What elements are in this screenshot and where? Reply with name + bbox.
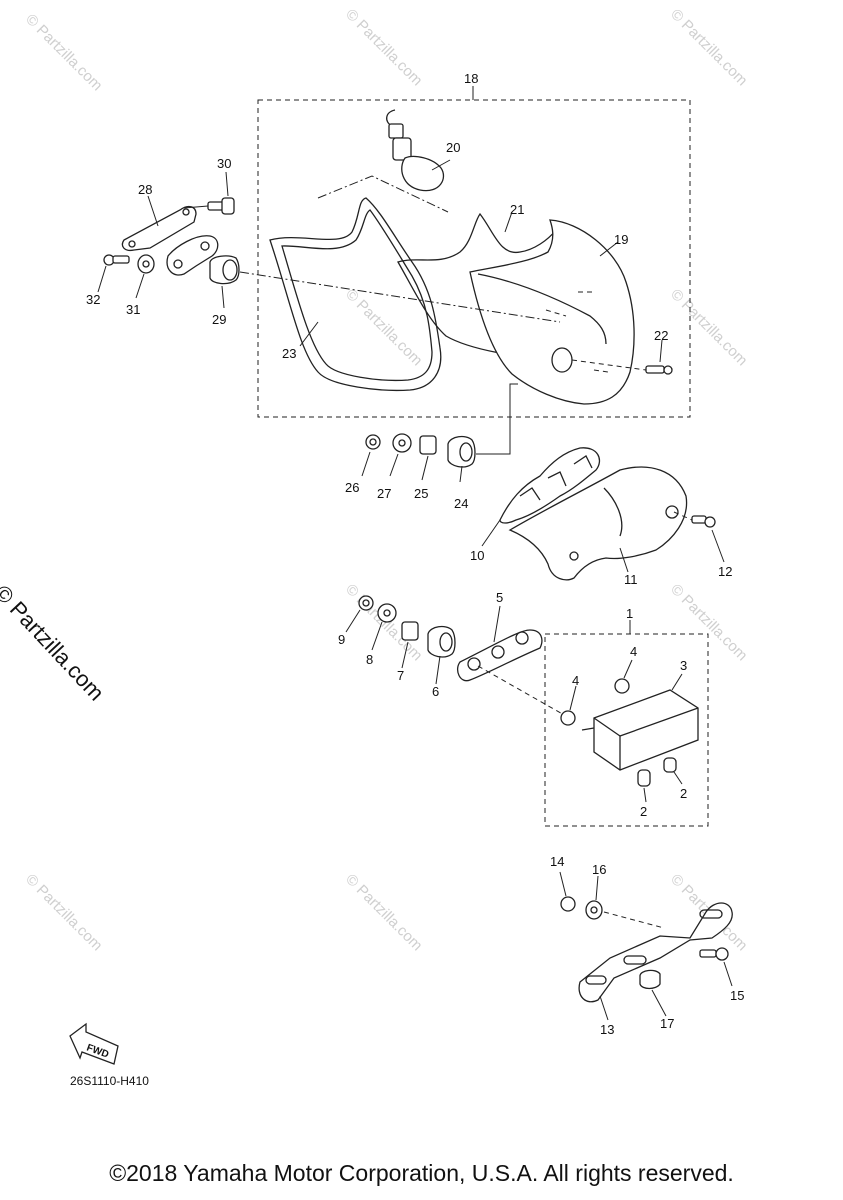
fwd-arrow-icon: FWD: [69, 1022, 119, 1065]
callout-31: 31: [126, 302, 140, 317]
bracket-axis: [603, 911, 665, 929]
bracket-10: [481, 447, 601, 547]
callout-17: 17: [660, 1016, 674, 1031]
watermark: © Partzilla.com: [667, 286, 750, 369]
callout-14: 14: [550, 854, 564, 869]
callout-2: 2: [640, 804, 647, 819]
lamp-axis: [477, 665, 567, 717]
leader-19-to-24: [476, 383, 518, 455]
callout-28: 28: [138, 182, 152, 197]
callout-23: 23: [282, 346, 296, 361]
bulb-2b: [663, 757, 683, 785]
screw-32: [97, 254, 130, 293]
watermark: © Partzilla.com: [22, 11, 105, 94]
washer-27: [389, 433, 412, 477]
washer-31: [135, 254, 155, 299]
bracket-13: [578, 902, 733, 1021]
callout-30: 30: [217, 156, 231, 171]
callout-7: 7: [397, 668, 404, 683]
callout-27: 27: [377, 486, 391, 501]
callout-16: 16: [592, 862, 606, 877]
nut-26: [361, 434, 381, 477]
callout-11: 11: [624, 572, 638, 587]
callout-3: 3: [680, 658, 687, 673]
callout-layer: 1 2 2 3 4 4 5 6 7 8 9 10 11 12 13 14 15 …: [86, 71, 744, 1037]
callout-32: 32: [86, 292, 100, 307]
callout-22: 22: [654, 328, 668, 343]
grommet-6: [427, 625, 456, 685]
callout-13: 13: [600, 1022, 614, 1037]
copyright-notice: ©2018 Yamaha Motor Corporation, U.S.A. A…: [109, 1160, 734, 1186]
callout-19: 19: [614, 232, 628, 247]
screw-12: [673, 511, 725, 563]
gasket-5: [456, 605, 543, 682]
callout-29: 29: [212, 312, 226, 327]
watermark: © Partzilla.com: [667, 6, 750, 89]
callout-1: 1: [626, 606, 633, 621]
assembly-1-box: [544, 633, 709, 827]
plug-17: [639, 969, 667, 1017]
collar-7: [401, 621, 419, 669]
callout-12: 12: [718, 564, 732, 579]
watermark: © Partzilla.com: [342, 871, 425, 954]
bracket-plate: [166, 235, 219, 276]
washer-8: [371, 603, 397, 651]
screw-22: [571, 339, 673, 375]
grommet-29: [209, 255, 240, 309]
diagram-code: 26S1110-H410: [70, 1074, 149, 1088]
watermark: © Partzilla.com: [22, 871, 105, 954]
washer-16: [585, 875, 603, 920]
nut-9: [345, 595, 374, 633]
nut-14: [559, 871, 576, 912]
callout-15: 15: [730, 988, 744, 1003]
callout-9: 9: [338, 632, 345, 647]
callout-2: 2: [680, 786, 687, 801]
callout-20: 20: [446, 140, 460, 155]
callout-6: 6: [432, 684, 439, 699]
callout-26: 26: [345, 480, 359, 495]
callout-5: 5: [496, 590, 503, 605]
mount-axis: [239, 271, 561, 323]
bolt-15: [699, 947, 733, 987]
watermark: © Partzilla.com: [667, 581, 750, 664]
nut-4a: [560, 685, 577, 726]
callout-4: 4: [572, 673, 579, 688]
assembly-18-box: [257, 99, 691, 418]
bulb-guide: [317, 175, 449, 213]
callout-10: 10: [470, 548, 484, 563]
collar-25: [419, 435, 437, 481]
callout-25: 25: [414, 486, 428, 501]
bulb-2a: [637, 769, 651, 803]
bolt-30: [183, 171, 235, 215]
cover-11: [508, 466, 688, 581]
socket-bulb-20: [386, 109, 451, 192]
callout-18: 18: [464, 71, 478, 86]
callout-21: 21: [510, 202, 524, 217]
nut-4b: [614, 659, 633, 694]
watermark: © Partzilla.com: [342, 286, 425, 369]
callout-4: 4: [630, 644, 637, 659]
watermark: © Partzilla.com: [342, 6, 425, 89]
callout-24: 24: [454, 496, 468, 511]
housing-19: [469, 219, 635, 405]
lamp-3: [581, 673, 699, 771]
callout-8: 8: [366, 652, 373, 667]
bracket-28: [121, 195, 197, 252]
grommet-24: [447, 435, 476, 483]
lens-23: [269, 197, 442, 392]
